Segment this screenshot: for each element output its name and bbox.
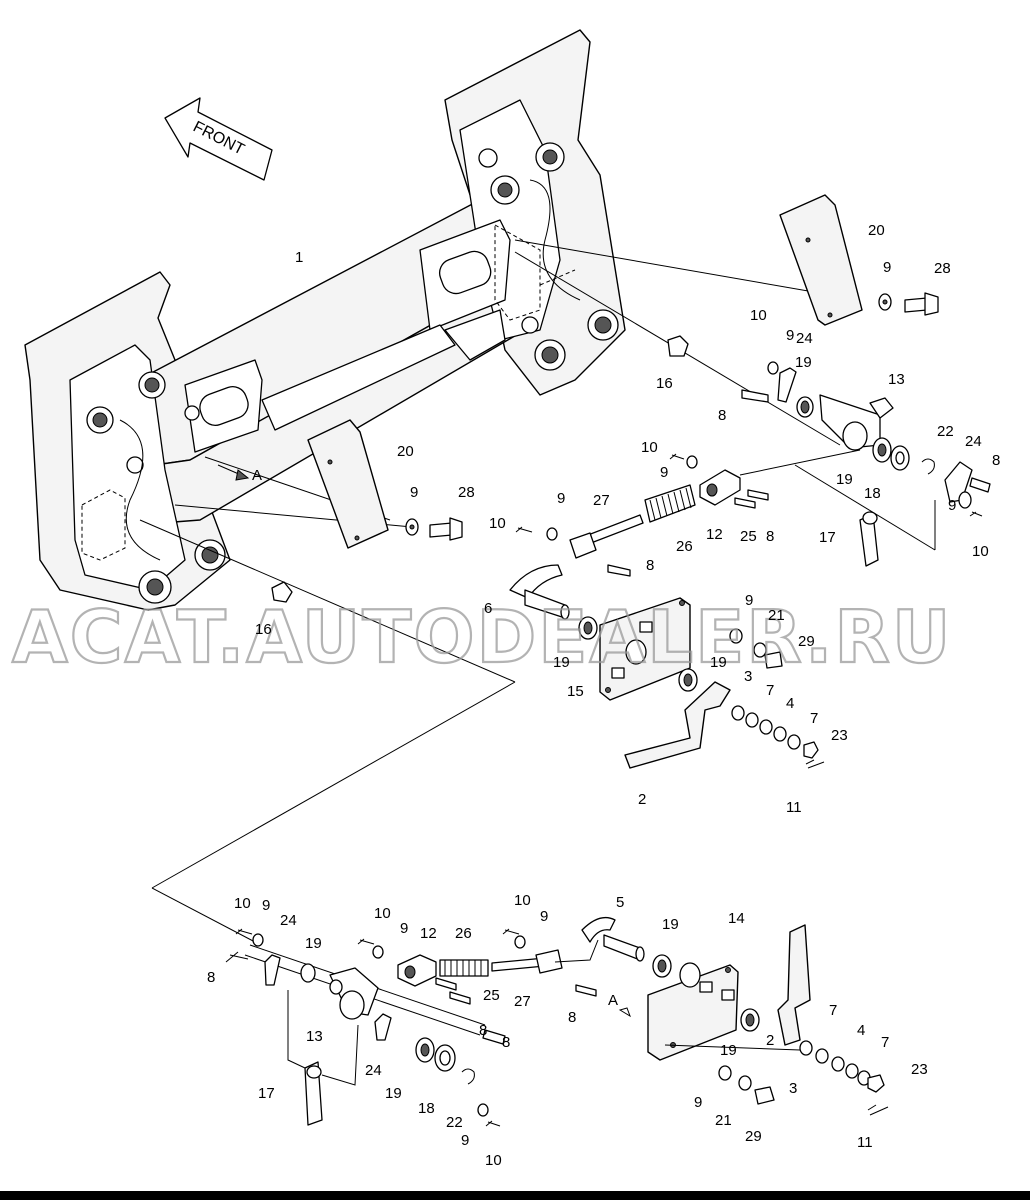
- callout-8e: 8: [207, 969, 215, 986]
- callout-8g: 8: [479, 1022, 487, 1039]
- callout-22b: 22: [446, 1114, 463, 1131]
- callout-24d: 24: [365, 1062, 382, 1079]
- callout-12b: 12: [420, 925, 437, 942]
- callout-15: 15: [567, 683, 584, 700]
- callout-2a: 2: [638, 791, 646, 808]
- callout-8b: 8: [992, 452, 1000, 469]
- callout-17a: 17: [819, 529, 836, 546]
- callout-9l: 9: [694, 1094, 702, 1111]
- callout-7d: 7: [881, 1034, 889, 1051]
- callout-7b: 7: [810, 710, 818, 727]
- callout-29b: 29: [745, 1128, 762, 1145]
- lower-exploded-view: [225, 916, 889, 1127]
- callout-24c: 24: [280, 912, 297, 929]
- callout-8d: 8: [646, 557, 654, 574]
- callout-12a: 12: [706, 526, 723, 543]
- callout-22a: 22: [937, 423, 954, 440]
- callout-28b: 28: [458, 484, 475, 501]
- callout-19d: 19: [710, 654, 727, 671]
- callout-9a: 9: [883, 259, 891, 276]
- callout-10e: 10: [234, 895, 251, 912]
- callout-23a: 23: [831, 727, 848, 744]
- callout-9i: 9: [400, 920, 408, 937]
- callout-25a: 25: [740, 528, 757, 545]
- callout-18b: 18: [418, 1100, 435, 1117]
- callout-13a: 13: [888, 371, 905, 388]
- callout-19f: 19: [305, 935, 322, 952]
- callout-8f: 8: [568, 1009, 576, 1026]
- callout-1: 1: [295, 249, 303, 266]
- callout-9g: 9: [745, 592, 753, 609]
- callout-19a: 19: [795, 354, 812, 371]
- callout-19e: 19: [662, 916, 679, 933]
- callout-19g: 19: [385, 1085, 402, 1102]
- callout-27a: 27: [593, 492, 610, 509]
- section-marker-a-upper: A: [217, 464, 262, 484]
- callout-18a: 18: [864, 485, 881, 502]
- section-label-a: A: [252, 467, 262, 484]
- callout-11b: 11: [857, 1134, 873, 1151]
- callout-28a: 28: [934, 260, 951, 277]
- callout-9h: 9: [262, 897, 270, 914]
- callout-21a: 21: [768, 607, 785, 624]
- callout-3a: 3: [744, 668, 752, 685]
- callout-17b: 17: [258, 1085, 275, 1102]
- callout-10a: 10: [750, 307, 767, 324]
- watermark-text: ACAT.AUTODEALER.RU: [12, 595, 952, 679]
- callout-10c: 10: [972, 543, 989, 560]
- quick-attach-frame: [24, 29, 626, 611]
- bottom-border: [0, 1191, 1030, 1200]
- callout-26a: 26: [676, 538, 693, 555]
- callout-8a: 8: [718, 407, 726, 424]
- callout-11a: 11: [786, 799, 802, 816]
- callout-21b: 21: [715, 1112, 732, 1129]
- callout-19h: 19: [720, 1042, 737, 1059]
- callout-10d: 10: [489, 515, 506, 532]
- spring-26-icon: [644, 484, 696, 523]
- spring-26-lower-icon: [439, 959, 489, 977]
- callout-16a: 16: [656, 375, 673, 392]
- upper-right-parts: [271, 194, 991, 769]
- callout-a2: A: [608, 992, 618, 1009]
- callout-3b: 3: [789, 1080, 797, 1097]
- callout-9k: 9: [461, 1132, 469, 1149]
- callout-23b: 23: [911, 1061, 928, 1078]
- callout-10f: 10: [374, 905, 391, 922]
- callout-13b: 13: [306, 1028, 323, 1045]
- callout-9e: 9: [948, 497, 956, 514]
- callout-20b: 20: [397, 443, 414, 460]
- callout-4b: 4: [857, 1022, 865, 1039]
- callout-19b: 19: [836, 471, 853, 488]
- callout-24a: 24: [796, 330, 813, 347]
- callout-8h: 8: [502, 1034, 510, 1051]
- callout-14: 14: [728, 910, 745, 927]
- callout-10g: 10: [514, 892, 531, 909]
- callout-10b: 10: [641, 439, 658, 456]
- callout-7c: 7: [829, 1002, 837, 1019]
- callout-9b: 9: [786, 327, 794, 344]
- callout-6: 6: [484, 600, 492, 617]
- callout-5: 5: [616, 894, 624, 911]
- callout-9j: 9: [540, 908, 548, 925]
- callout-2b: 2: [766, 1032, 774, 1049]
- callout-7a: 7: [766, 682, 774, 699]
- callout-8c: 8: [766, 528, 774, 545]
- callout-24b: 24: [965, 433, 982, 450]
- callout-25b: 25: [483, 987, 500, 1004]
- callout-20a: 20: [868, 222, 885, 239]
- callout-10h: 10: [485, 1152, 502, 1169]
- callout-16b: 16: [255, 621, 272, 638]
- callout-19c: 19: [553, 654, 570, 671]
- callout-9d: 9: [660, 464, 668, 481]
- callout-27b: 27: [514, 993, 531, 1010]
- callout-4a: 4: [786, 695, 794, 712]
- callout-9c: 9: [410, 484, 418, 501]
- callout-9f: 9: [557, 490, 565, 507]
- callout-29a: 29: [798, 633, 815, 650]
- front-arrow-icon: FRONT: [164, 97, 273, 181]
- callout-26b: 26: [455, 925, 472, 942]
